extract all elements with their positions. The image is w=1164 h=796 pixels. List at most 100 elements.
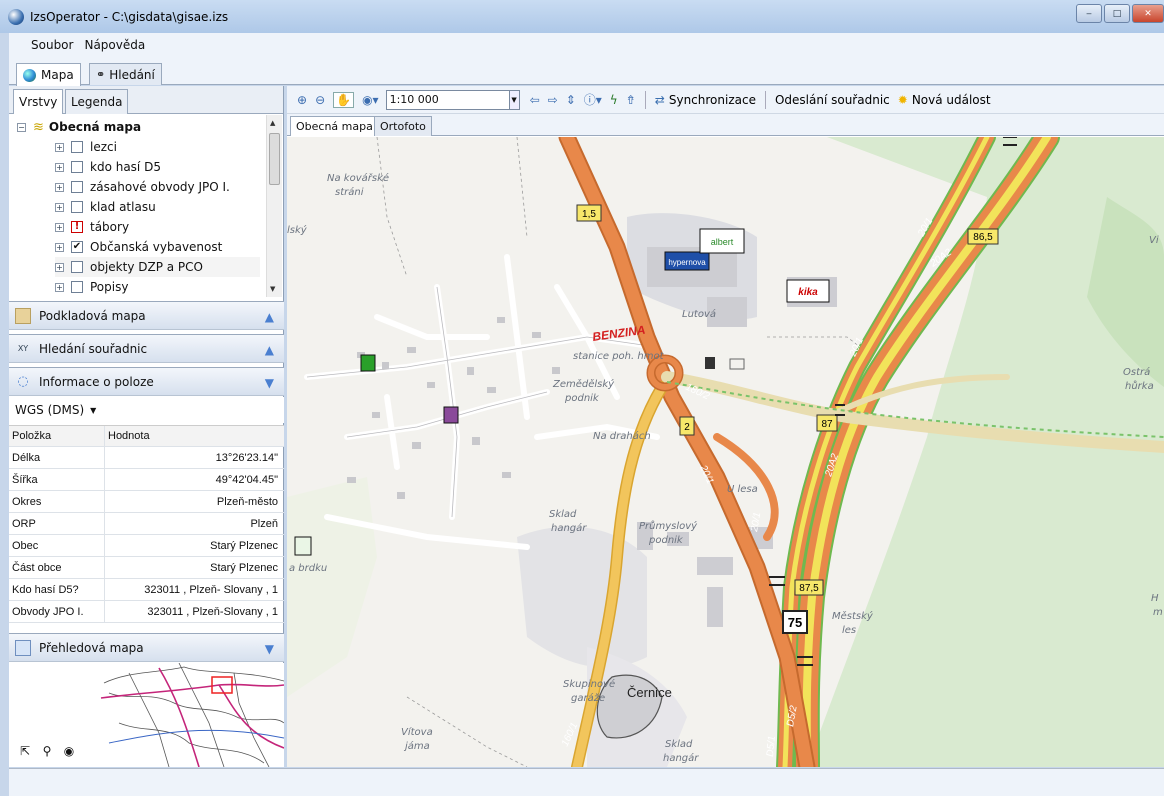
tab-obecna-mapa[interactable]: Obecná mapa: [290, 116, 379, 136]
tab-ortofoto[interactable]: Ortofoto: [374, 116, 432, 136]
minimize-button[interactable]: ‒: [1076, 4, 1102, 23]
zoom-extent-icon[interactable]: ◉▾: [362, 92, 379, 107]
poi-purple-icon[interactable]: [443, 406, 459, 424]
layer-checkbox[interactable]: [71, 281, 83, 293]
layer-label: tábory: [90, 220, 130, 234]
expand-icon[interactable]: +: [55, 262, 64, 272]
menu-napoveda[interactable]: Nápověda: [84, 38, 146, 52]
coord-system-dropdown[interactable]: WGS (DMS) ▼: [9, 397, 284, 423]
tab-vrstvy[interactable]: Vrstvy: [13, 89, 64, 114]
layers-icon: ≋: [33, 119, 44, 135]
overview-map-canvas[interactable]: [9, 663, 284, 767]
map-view[interactable]: 1,5 86,5 87 2 87,5 75 180/2 20/1 20A2: [287, 137, 1164, 767]
expand-icon[interactable]: +: [55, 242, 64, 252]
map-label: H: [1151, 593, 1159, 604]
maximize-button[interactable]: □: [1104, 4, 1130, 23]
back-arrow-icon[interactable]: ⇦: [529, 92, 540, 107]
hypernova-logo-icon[interactable]: hypernova: [668, 258, 706, 267]
forward-arrow-icon[interactable]: ⇨: [547, 92, 558, 107]
grid-header: Položka Hodnota: [9, 425, 284, 447]
scroll-up-icon[interactable]: ▲: [270, 119, 276, 127]
expand-icon[interactable]: +: [55, 202, 64, 212]
chevron-up-icon[interactable]: ▲: [264, 343, 274, 357]
overview-map[interactable]: ⇱ ⚲ ◉: [9, 663, 284, 767]
cross-poi-icon[interactable]: [294, 536, 312, 556]
info-icon[interactable]: ⓘ▾: [583, 93, 602, 107]
layer-checkbox[interactable]: [71, 181, 83, 193]
table-row[interactable]: Obvody JPO I.323011 , Plzeň-Slovany , 1: [9, 601, 284, 623]
panel-informace[interactable]: ◌ Informace o poloze ▼: [9, 367, 284, 396]
layer-item[interactable]: + Popisy: [55, 277, 128, 295]
chevron-down-icon[interactable]: ▼: [264, 376, 274, 390]
scroll-thumb[interactable]: [269, 133, 280, 185]
expand-icon[interactable]: +: [55, 182, 64, 192]
close-button[interactable]: ✕: [1132, 4, 1164, 23]
expand-icon[interactable]: +: [55, 222, 64, 232]
panel-hledani-souradnic[interactable]: XY Hledání souřadnic ▲: [9, 334, 284, 363]
layer-item[interactable]: + objekty DZP a PCO: [55, 257, 260, 277]
kika-logo-icon[interactable]: kika: [798, 287, 818, 298]
layer-item[interactable]: + zásahové obvody JPO I.: [55, 177, 230, 197]
shopping-cart-icon[interactable]: [729, 358, 745, 370]
scale-input[interactable]: 1:10 000: [385, 89, 510, 110]
tab-hledani[interactable]: ⚭ Hledání: [89, 63, 162, 85]
layer-checkbox[interactable]: [71, 261, 83, 273]
grid-value: 49°42'04.45": [215, 473, 278, 486]
layer-item[interactable]: + ✔ Občanská vybavenost: [55, 237, 222, 257]
layer-checkbox[interactable]: [71, 161, 83, 173]
pointer-icon[interactable]: ⇱: [19, 744, 31, 758]
layer-label: zásahové obvody JPO I.: [90, 180, 230, 194]
poi-building-icon[interactable]: [705, 357, 715, 369]
expand-icon[interactable]: +: [55, 142, 64, 152]
expand-icon[interactable]: +: [55, 282, 64, 292]
map-canvas[interactable]: 1,5 86,5 87 2 87,5 75 180/2 20/1 20A2: [287, 137, 1164, 767]
tab-mapa[interactable]: Mapa: [16, 63, 81, 86]
layer-checkbox[interactable]: [71, 141, 83, 153]
panel-prehledova[interactable]: Přehledová mapa ▼: [9, 633, 284, 662]
warning-icon[interactable]: !: [71, 221, 83, 233]
collapse-icon[interactable]: −: [17, 122, 26, 132]
layer-scrollbar[interactable]: ▲ ▼: [266, 115, 282, 297]
poi-green-icon[interactable]: [360, 354, 376, 372]
panel-podkladova[interactable]: Podkladová mapa ▲: [9, 301, 284, 330]
chevron-down-icon[interactable]: ▼: [264, 642, 274, 656]
new-event-button[interactable]: ✹Nová událost: [898, 93, 991, 107]
layer-item[interactable]: + lezci: [55, 137, 117, 157]
sync-button[interactable]: ⇄Synchronizace: [655, 93, 756, 107]
layer-item[interactable]: + kdo hasí D5: [55, 157, 161, 177]
dropdown-arrow-icon[interactable]: ▼: [90, 405, 97, 415]
map-label: les: [842, 625, 856, 636]
map-label: hangár: [663, 752, 699, 764]
expand-icon[interactable]: +: [55, 162, 64, 172]
albert-logo-icon[interactable]: albert: [711, 237, 734, 247]
chevron-up-icon[interactable]: ▲: [264, 310, 274, 324]
map-label: Průmyslový: [639, 520, 698, 532]
layer-item[interactable]: + ! tábory: [55, 217, 129, 237]
layer-root[interactable]: − ≋ Obecná mapa: [17, 117, 141, 137]
status-bar: [9, 768, 1164, 796]
checked-checkbox-icon[interactable]: ✔: [71, 241, 83, 253]
vertical-arrows-icon[interactable]: ⇕: [565, 92, 576, 107]
layer-item[interactable]: + klad atlasu: [55, 197, 156, 217]
layer-checkbox[interactable]: [71, 201, 83, 213]
zoom-icon[interactable]: ⚲: [42, 744, 52, 758]
table-row[interactable]: Kdo hasí D5?323011 , Plzeň- Slovany , 1: [9, 579, 284, 601]
scroll-down-icon[interactable]: ▼: [270, 285, 276, 293]
layer-label: Popisy: [90, 280, 129, 294]
send-coords-button[interactable]: Odeslání souřadnic: [774, 92, 890, 107]
lightning-icon[interactable]: ϟ: [609, 92, 618, 107]
measure-icon[interactable]: ⇮: [625, 92, 636, 107]
zoom-out-icon[interactable]: ⊖: [315, 92, 326, 107]
zoom-extent-icon[interactable]: ◉: [63, 744, 75, 758]
tab-legenda[interactable]: Legenda: [65, 89, 129, 114]
menu-soubor[interactable]: Soubor: [31, 38, 74, 52]
zoom-in-icon[interactable]: ⊕: [297, 92, 308, 107]
pan-hand-icon[interactable]: ✋: [333, 91, 355, 108]
scale-dropdown-icon[interactable]: ▼: [509, 89, 520, 110]
